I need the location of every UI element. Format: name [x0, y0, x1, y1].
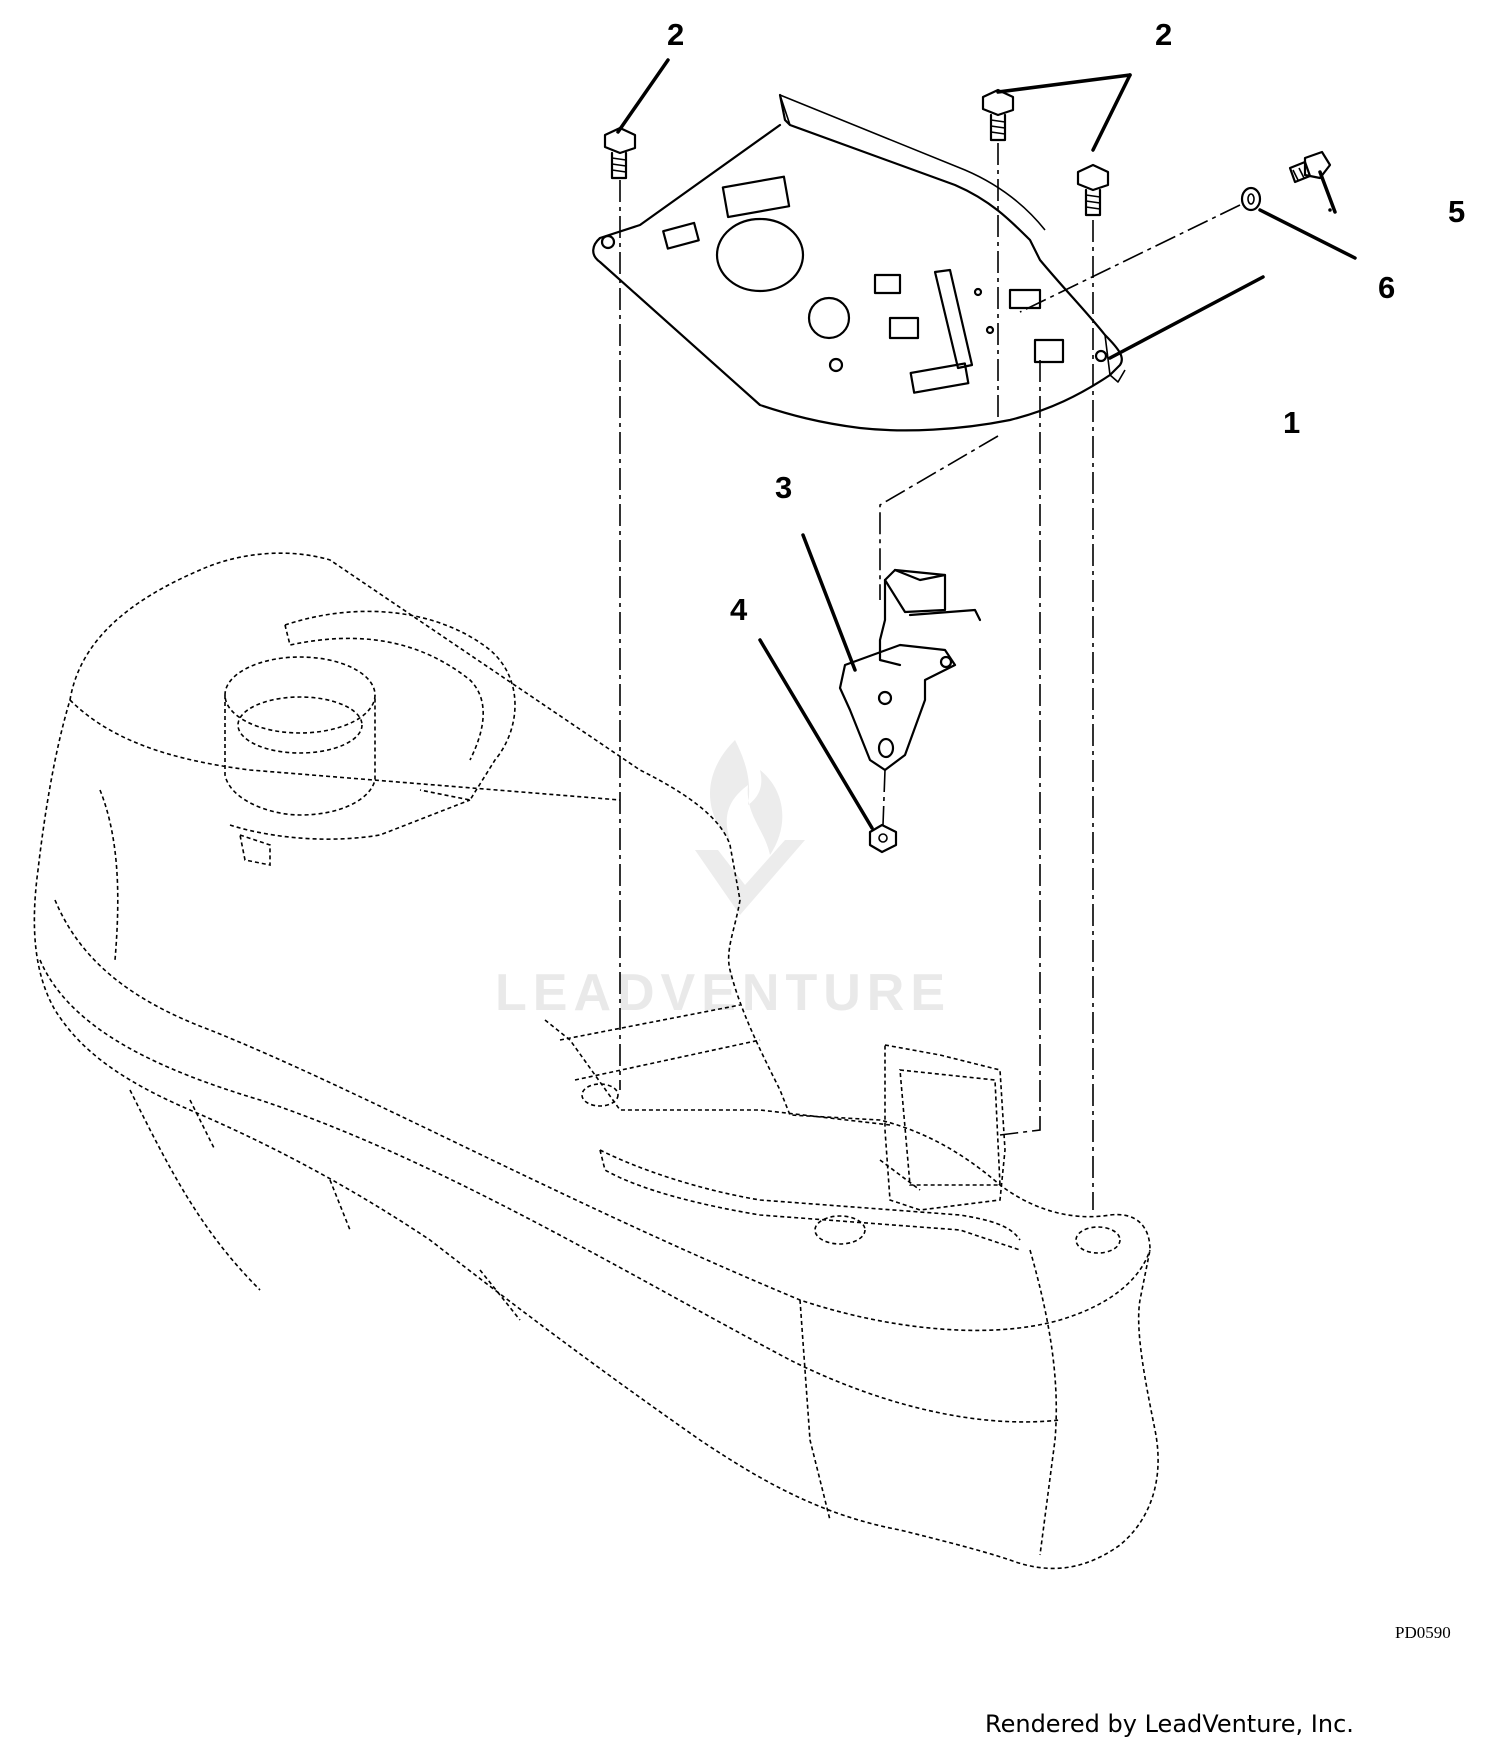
callout-4: 4 — [730, 592, 748, 627]
screw-center — [981, 88, 1015, 142]
switch-bracket — [838, 568, 982, 772]
watermark-flame-logo — [695, 740, 805, 915]
callout-2-right: 2 — [1155, 17, 1172, 52]
fuel-fill-neck — [224, 610, 516, 866]
callout-5: 5 — [1448, 194, 1465, 229]
mounting-plate — [592, 93, 1126, 432]
screw-left — [603, 126, 637, 180]
console-recess — [544, 1004, 1121, 1254]
leader-lines — [616, 58, 1357, 830]
callout-1: 1 — [1283, 405, 1300, 440]
watermark-text: LEADVENTURE — [495, 964, 951, 1022]
callout-labels: 2 2 5 6 1 3 4 — [667, 17, 1465, 627]
callout-2-left: 2 — [667, 17, 684, 52]
callout-6: 6 — [1378, 270, 1395, 305]
tank-console-body — [33, 552, 1159, 1570]
drawing-code: PD0590 — [1395, 1623, 1451, 1642]
assembly-centerlines — [619, 143, 1241, 1210]
washer — [1240, 186, 1262, 212]
watermark: LEADVENTURE — [495, 740, 951, 1022]
screw-right — [1076, 163, 1110, 217]
nut — [868, 823, 898, 854]
bolt — [1288, 150, 1332, 184]
callout-3: 3 — [775, 470, 792, 505]
render-credit: Rendered by LeadVenture, Inc. — [985, 1710, 1354, 1738]
